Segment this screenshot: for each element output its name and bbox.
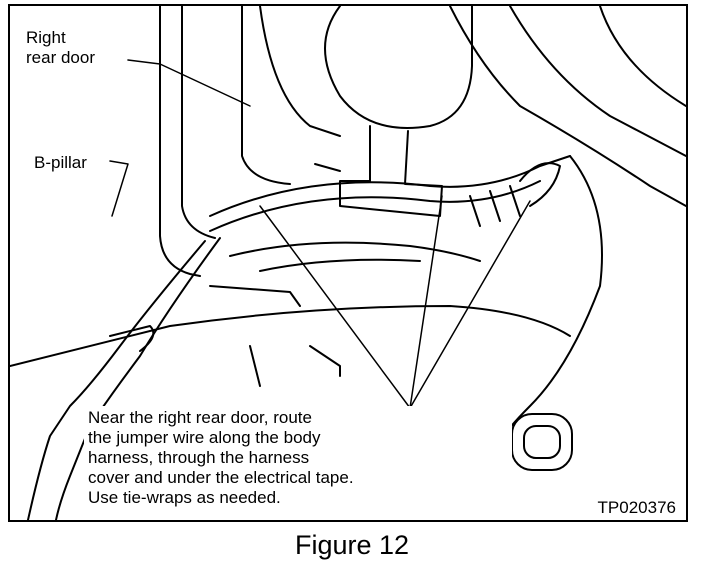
seat-belt-buckle [511, 413, 573, 471]
buckle-slot [523, 425, 561, 459]
door-frame-left-edge [159, 6, 201, 277]
label-right-rear-door: Right rear door [26, 28, 95, 68]
tape-wrap-marks [469, 185, 521, 227]
figure-code: TP020376 [597, 498, 676, 517]
figure-caption: Figure 12 [294, 530, 410, 560]
body-contour-top [509, 6, 686, 157]
tool-tip [314, 163, 341, 172]
label-door-line-1: Right [26, 28, 66, 47]
leader-note-2 [409, 195, 443, 409]
seat-cushion-edge-2 [259, 258, 421, 272]
car-interior-illustration [10, 6, 686, 520]
leader-note-1 [259, 205, 411, 409]
body-contour-corner [599, 6, 686, 107]
note-line: Use tie-wraps as needed. [88, 488, 281, 507]
harness-clip [519, 162, 561, 207]
note-line: cover and under the electrical tape. [88, 468, 354, 487]
harness-lower-run-inner [55, 237, 221, 520]
tool-outline [339, 125, 443, 217]
body-contour-upper [449, 6, 686, 207]
leader-right-rear-door [127, 59, 251, 107]
leader-b-pillar [109, 160, 129, 217]
floor-detail [249, 345, 341, 387]
seat-cushion-edge [229, 241, 481, 262]
trim-clip [109, 325, 155, 352]
door-window-edge [241, 6, 291, 185]
harness-lower-run [27, 240, 206, 520]
sill-step [209, 285, 301, 307]
hand-outline [324, 6, 473, 129]
label-b-pillar: B-pillar [34, 153, 87, 172]
sill-line [10, 305, 571, 367]
label-door-line-2: rear door [26, 48, 95, 67]
note-line: the jumper wire along the body [88, 428, 321, 447]
door-frame-inner-edge [181, 6, 216, 239]
note-line: Near the right rear door, route [88, 408, 312, 427]
instruction-note: Near the right rear door, route the jump… [84, 406, 512, 510]
diagram-frame: Right rear door B-pillar Near the right … [8, 4, 688, 522]
harness-upper-edge [209, 155, 571, 217]
leader-note-3 [409, 200, 531, 409]
door-panel-curve [259, 6, 341, 137]
note-line: harness, through the harness [88, 448, 310, 467]
